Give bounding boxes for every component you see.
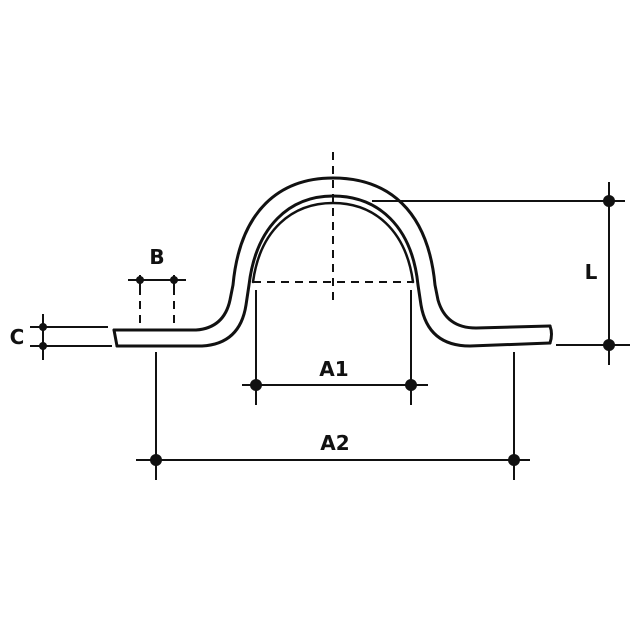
label-b: B: [149, 245, 164, 269]
label-l: L: [585, 260, 598, 284]
label-a1: A1: [319, 357, 348, 381]
a1-right-dot: [405, 379, 417, 391]
strap-outer-contour: [112, 176, 552, 332]
a2-left-dot: [150, 454, 162, 466]
b-left-dot: [136, 276, 144, 284]
c-top-dot: [39, 323, 47, 331]
strap-inner-bore: [251, 201, 415, 284]
label-a2: A2: [320, 431, 349, 455]
l-top-dot: [603, 195, 615, 207]
strap-right-end: [548, 324, 553, 345]
dimension-labels: A1 A2 B C L: [10, 245, 598, 455]
c-bottom-dot: [39, 342, 47, 350]
a2-right-dot: [508, 454, 520, 466]
dimension-dots: [39, 195, 615, 466]
hidden-lines: [139, 152, 413, 330]
a1-left-dot: [250, 379, 262, 391]
label-c: C: [10, 325, 25, 349]
l-bottom-dot: [603, 339, 615, 351]
b-right-dot: [170, 276, 178, 284]
strap-left-end: [112, 328, 119, 348]
